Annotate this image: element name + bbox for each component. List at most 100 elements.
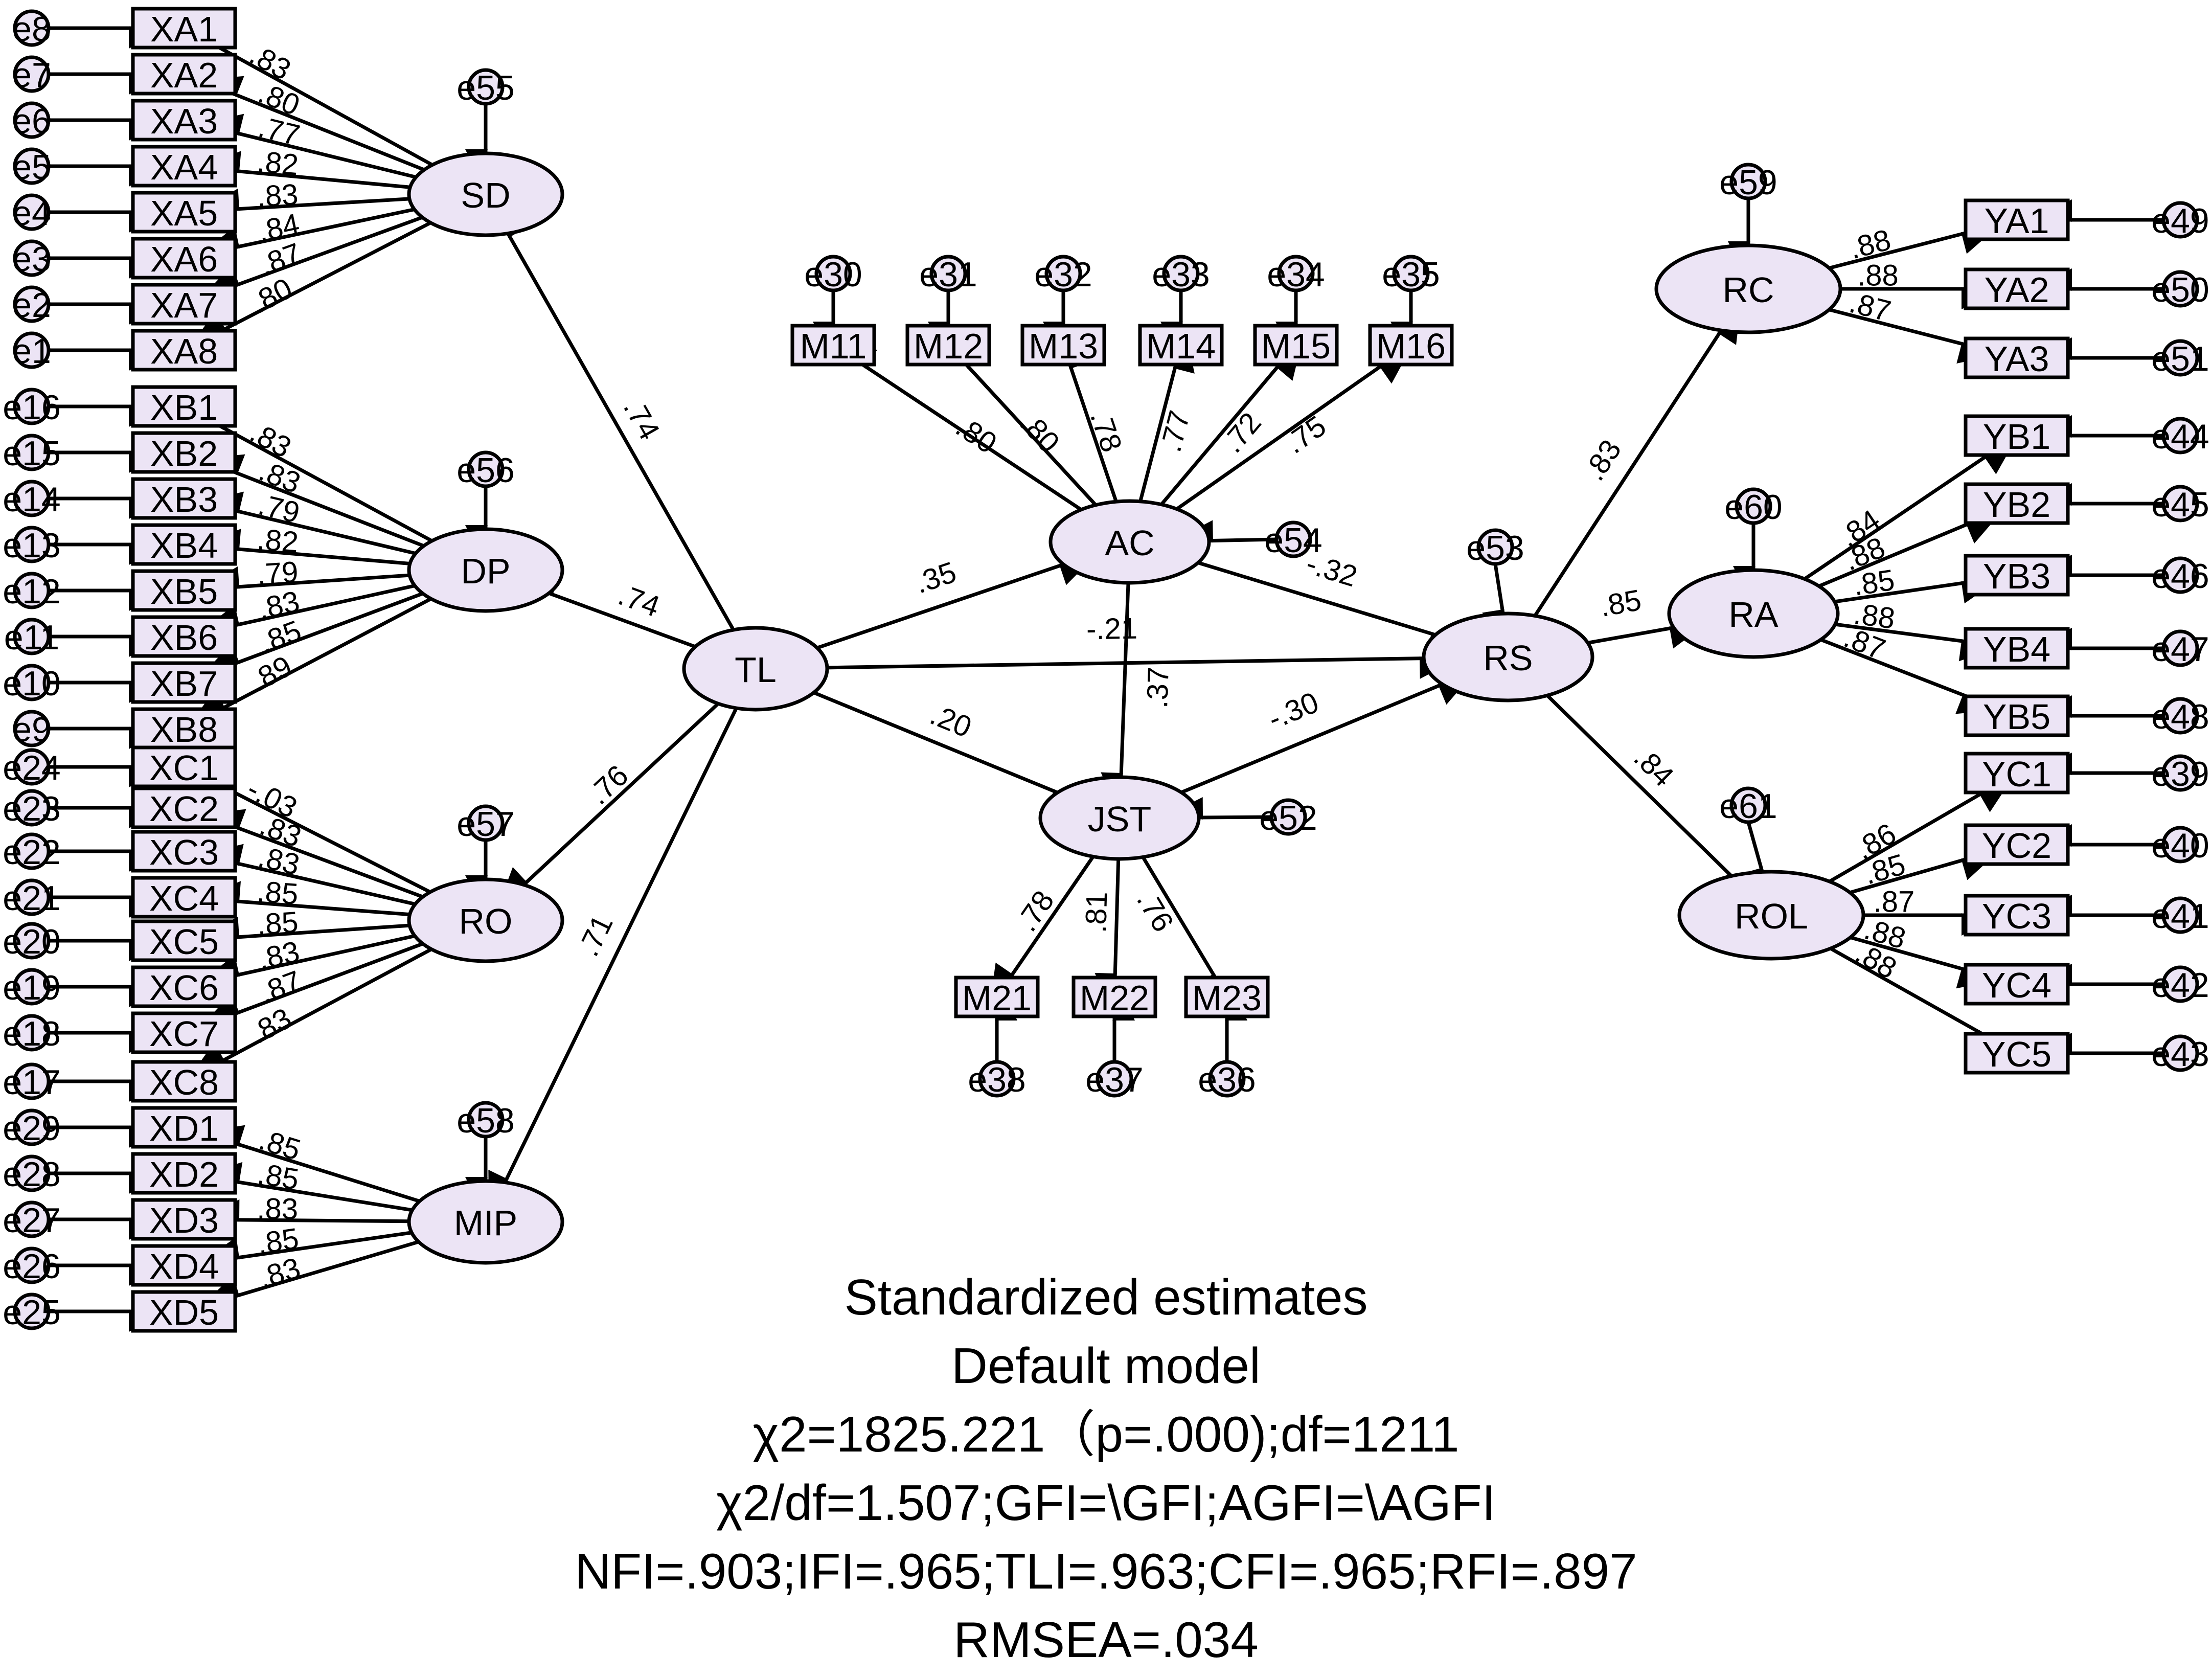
- error-label: e17: [3, 1063, 60, 1102]
- error-e37: e37: [1085, 1060, 1144, 1099]
- indicator-label: XC5: [149, 922, 219, 962]
- indicator-m15: M15: [1253, 324, 1339, 367]
- nodes-layer: XA1e8XA2e7XA3e6XA4e5XA5e4XA6e3XA7e2XA8e1…: [3, 7, 2209, 1333]
- error-circle: [2161, 485, 2199, 523]
- indicator-label: M23: [1192, 978, 1262, 1018]
- coef-tl-dp: .74: [614, 578, 664, 624]
- error-circle: [467, 68, 505, 106]
- error-e22: e22: [3, 832, 61, 872]
- error-e61: e61: [1719, 786, 1777, 826]
- loading-dp-xb2: [220, 454, 425, 548]
- error-e59: e59: [1719, 163, 1777, 202]
- error-circle: [2161, 339, 2199, 377]
- error-circle: [13, 285, 51, 323]
- indicator-box: [131, 1011, 237, 1054]
- summary-title: Standardized estimates: [844, 1269, 1368, 1325]
- error-e26: e26: [3, 1246, 61, 1286]
- indicator-xc8: XC8: [131, 1060, 237, 1103]
- coef-rs-ra: .85: [1598, 583, 1644, 623]
- loading-coef-xa4: .82: [256, 145, 300, 182]
- error-circle: [2161, 629, 2199, 667]
- error-label: e30: [804, 255, 862, 294]
- latent-mip: MIP: [407, 1179, 564, 1265]
- latent-label: RO: [459, 901, 513, 941]
- indicator-box: [131, 830, 237, 873]
- error-circle: [1096, 1060, 1133, 1098]
- loading-rol-yc4: [1850, 936, 1981, 989]
- indicator-m14: M14: [1138, 324, 1224, 367]
- loading-rc-ya1: [1829, 231, 1986, 270]
- error-circle: [2161, 896, 2199, 934]
- summary-fit-indices: NFI=.903;IFI=.965;TLI=.963;CFI=.965;RFI=…: [575, 1543, 1637, 1599]
- indicator-label: XD2: [149, 1154, 219, 1194]
- error-e8: e8: [12, 9, 51, 49]
- error-label: e33: [1152, 255, 1210, 294]
- error-e56: e56: [457, 450, 515, 490]
- latent-rc: RC: [1654, 243, 1842, 334]
- latent-dp-shape: [407, 527, 564, 613]
- indicator-box: [131, 329, 237, 372]
- indicator-m16: M16: [1368, 324, 1454, 367]
- indicator-xa8: XA8: [131, 329, 237, 372]
- indicator-label: XC7: [149, 1014, 219, 1054]
- error-circle: [1729, 786, 1767, 824]
- error-e43: e43: [2151, 1034, 2209, 1074]
- loading-sd-xa8: [201, 221, 431, 333]
- indicator-box: [131, 477, 237, 520]
- indicator-yc4: YC4: [1964, 963, 2070, 1006]
- loading-sd-xa6: [215, 208, 415, 250]
- indicator-xd1: XD1: [131, 1106, 237, 1149]
- indicator-box: [1964, 963, 2070, 1006]
- error-label: e16: [3, 388, 60, 427]
- indicator-xa4: XA4: [131, 145, 237, 188]
- loading-sd-xa7: [215, 215, 423, 287]
- loading-dp-xb6: [215, 584, 416, 627]
- error-circle: [2161, 556, 2199, 594]
- error-label: e44: [2151, 417, 2209, 456]
- loading-dp-xb1: [208, 409, 433, 543]
- indicator-box: [131, 431, 237, 474]
- error-label: e54: [1264, 521, 1322, 560]
- loading-mip-xd4: [215, 1231, 412, 1260]
- indicator-xc6: XC6: [131, 965, 237, 1008]
- loading-coef-yb3: .85: [1851, 563, 1897, 602]
- error-circle: [2161, 417, 2199, 455]
- error-label: e37: [1085, 1060, 1143, 1099]
- error-label: e14: [3, 480, 60, 519]
- loading-ac-m15: [1160, 356, 1298, 506]
- error-e6: e6: [12, 101, 51, 141]
- error-label: e21: [3, 879, 60, 918]
- error-label: e15: [3, 434, 60, 473]
- indicator-label: YB5: [1983, 697, 2050, 737]
- loading-coef-xd2: .85: [255, 1157, 301, 1196]
- indicator-box: [1253, 324, 1339, 367]
- error-circle: [13, 101, 51, 139]
- indicator-box: [1964, 198, 2070, 241]
- indicator-box: [131, 1198, 237, 1241]
- error-e50: e50: [2151, 270, 2209, 309]
- error-e15: e15: [3, 434, 61, 473]
- loading-ra-yb3: [1834, 581, 1986, 604]
- error-e42: e42: [2151, 965, 2209, 1005]
- indicator-box: [131, 1152, 237, 1195]
- indicator-box: [131, 1106, 237, 1149]
- error-circle: [2161, 965, 2199, 1003]
- indicator-box: [1964, 336, 2070, 379]
- indicator-xc3: XC3: [131, 830, 237, 873]
- indicator-m11: M11: [790, 324, 876, 367]
- error-circle: [13, 710, 51, 747]
- error-circle: [13, 1014, 51, 1052]
- error-e51: e51: [2151, 339, 2209, 378]
- indicator-box: [954, 976, 1040, 1018]
- indicator-label: YA2: [1984, 270, 2049, 310]
- error-label: e18: [3, 1014, 60, 1053]
- indicator-label: M12: [914, 326, 983, 366]
- indicator-box: [131, 385, 237, 428]
- indicator-xa1: XA1: [131, 7, 237, 50]
- indicator-box: [1368, 324, 1454, 367]
- indicator-box: [1964, 414, 2070, 457]
- loading-dp-xb7: [214, 592, 424, 665]
- latent-label: JST: [1088, 799, 1151, 839]
- indicator-ya2: YA2: [1964, 267, 2070, 310]
- error-label: e42: [2151, 966, 2209, 1005]
